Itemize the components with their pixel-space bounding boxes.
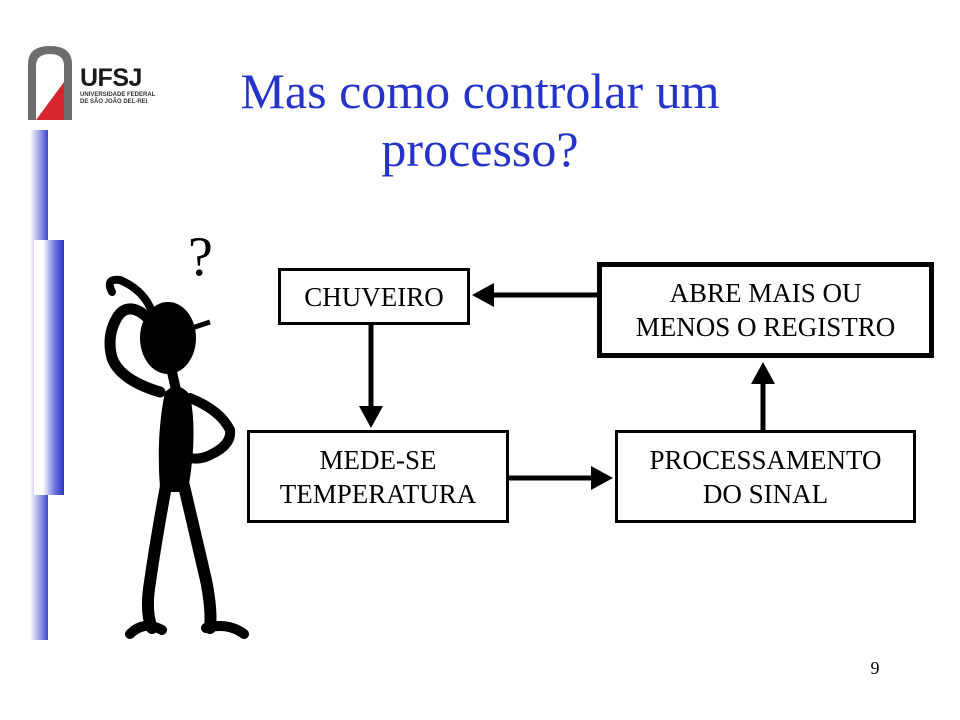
box-registro-label-line2: MENOS O REGISTRO xyxy=(636,310,896,344)
arrowhead-up xyxy=(751,362,775,384)
page-number: 9 xyxy=(860,658,890,679)
box-chuveiro-label: CHUVEIRO xyxy=(304,280,444,314)
box-mede-label-line2: TEMPERATURA xyxy=(280,477,477,511)
box-mede-label-line1: MEDE-SE xyxy=(280,443,477,477)
box-proc-label-line1: PROCESSAMENTO xyxy=(649,443,881,477)
arrowhead-left xyxy=(472,283,494,307)
arrowhead-down xyxy=(359,406,383,428)
box-registro-label-line1: ABRE MAIS OU xyxy=(636,276,896,310)
box-proc-label-line2: DO SINAL xyxy=(649,477,881,511)
thinking-person-figure: ? xyxy=(60,220,290,650)
arrowhead-right xyxy=(591,466,613,490)
box-registro: ABRE MAIS OU MENOS O REGISTRO xyxy=(597,262,934,358)
box-chuveiro: CHUVEIRO xyxy=(278,268,470,325)
box-processamento: PROCESSAMENTO DO SINAL xyxy=(615,430,916,523)
question-mark: ? xyxy=(188,226,213,288)
